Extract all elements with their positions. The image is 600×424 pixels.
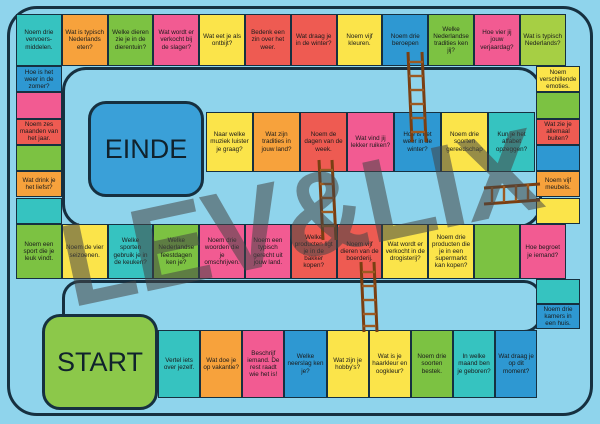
board-square: Wat wordt er verkocht bij de slager? bbox=[153, 14, 200, 66]
board-square: Welke dieren zie je in de dierentuin? bbox=[107, 14, 154, 66]
board-square: Wat is typisch Nederlands? bbox=[519, 14, 566, 66]
board-square: Wat eet je als ontbijt? bbox=[199, 14, 245, 66]
board-square: Beschrijf iemand. De rest raadt wie het … bbox=[242, 330, 285, 398]
start-square: START bbox=[42, 314, 158, 410]
board-square: Noem drie soorten bestek. bbox=[410, 330, 453, 398]
board-square bbox=[474, 224, 520, 279]
board-square: Kun je het alfabet opzeggen? bbox=[488, 112, 535, 172]
board-square bbox=[536, 144, 580, 172]
board-square bbox=[16, 144, 62, 172]
board-square: Noem drie kamers in een huis. bbox=[536, 304, 580, 329]
board-square: Welke Nederlandse feestdagen ken je? bbox=[153, 224, 200, 279]
board-square: Vertel iets over jezelf. bbox=[158, 330, 201, 398]
board-square: Noem vijf dieren van de boerderij. bbox=[336, 224, 383, 279]
board-square: Hoe is het weer in de winter? bbox=[394, 112, 441, 172]
board-square: Noem drie soorten gereedschap bbox=[441, 112, 488, 172]
board-square: Naar welke muziek luister je graag? bbox=[206, 112, 253, 172]
board-square: Noem de vier seizoenen. bbox=[61, 224, 108, 279]
board-square: Noem de dagen van de week. bbox=[300, 112, 347, 172]
board-square: Wat is je haarkleur en oogkleur? bbox=[368, 330, 411, 398]
board-square: Hoe vier jij jouw verjaardag? bbox=[474, 14, 520, 66]
ladder-4 bbox=[359, 261, 379, 333]
board-square: Welke producten ligt je in de bakker kop… bbox=[290, 224, 337, 279]
board-square: Wat is typisch Nederlands eten? bbox=[61, 14, 108, 66]
ladder-1 bbox=[406, 51, 428, 143]
board-square: Wat drink je het liefst? bbox=[16, 171, 62, 198]
board-square: Noem vijf kleuren. bbox=[336, 14, 383, 66]
board-square: Bedenk een zin over het weer. bbox=[245, 14, 291, 66]
board-square: Wat draag je op dit moment? bbox=[495, 330, 538, 398]
board-square bbox=[536, 92, 580, 119]
board-square: Wat zijn je hobby's? bbox=[326, 330, 369, 398]
board-square: Wat zijn tradities in jouw land? bbox=[253, 112, 300, 172]
end-square: EINDE bbox=[88, 101, 204, 197]
board-square: Wat vind jij lekker ruiken? bbox=[347, 112, 394, 172]
board-square: Noem verschillende emoties. bbox=[536, 66, 580, 93]
board-square: Hoe begroet je iemand? bbox=[519, 224, 566, 279]
board-square: Hoe is het weer in de zomer? bbox=[16, 66, 62, 93]
board-square: Welke sporten gebruik je in de keuken? bbox=[107, 224, 154, 279]
board-square: Noem een sport die je leuk vindt. bbox=[16, 224, 62, 279]
board-square: Noem drie producten die je in een superm… bbox=[428, 224, 474, 279]
board-square bbox=[16, 92, 62, 119]
board-square: Wat doe je op vakantie? bbox=[200, 330, 243, 398]
board-square bbox=[536, 279, 580, 304]
board-square: In welke maand ben je geboren? bbox=[452, 330, 496, 398]
board-square: Welke Nederlandse tradities ken jij? bbox=[428, 14, 474, 66]
board-square: Noem drie vervoers-middelen. bbox=[16, 14, 62, 66]
ladder-3 bbox=[483, 182, 541, 206]
board-square: Wat zie je allemaal buiten? bbox=[536, 118, 580, 145]
board-square: Welke neerslag ken je? bbox=[284, 330, 327, 398]
board-square: Noem zes maanden van het jaar. bbox=[16, 118, 62, 145]
board-square bbox=[16, 197, 62, 224]
board-square: Wat draag je in de winter? bbox=[290, 14, 337, 66]
board-square: Noem drie beroepen bbox=[382, 14, 429, 66]
board-square: Noem een typisch gerecht uit jouw land. bbox=[245, 224, 291, 279]
ladder-2 bbox=[317, 159, 338, 241]
board-square: Noem drie woorden die je omschrijven. bbox=[199, 224, 245, 279]
board-square: Noem vijf meubels. bbox=[536, 171, 580, 198]
board-square bbox=[536, 197, 580, 224]
board-square: Wat wordt er verkocht in de drogisterij? bbox=[382, 224, 429, 279]
